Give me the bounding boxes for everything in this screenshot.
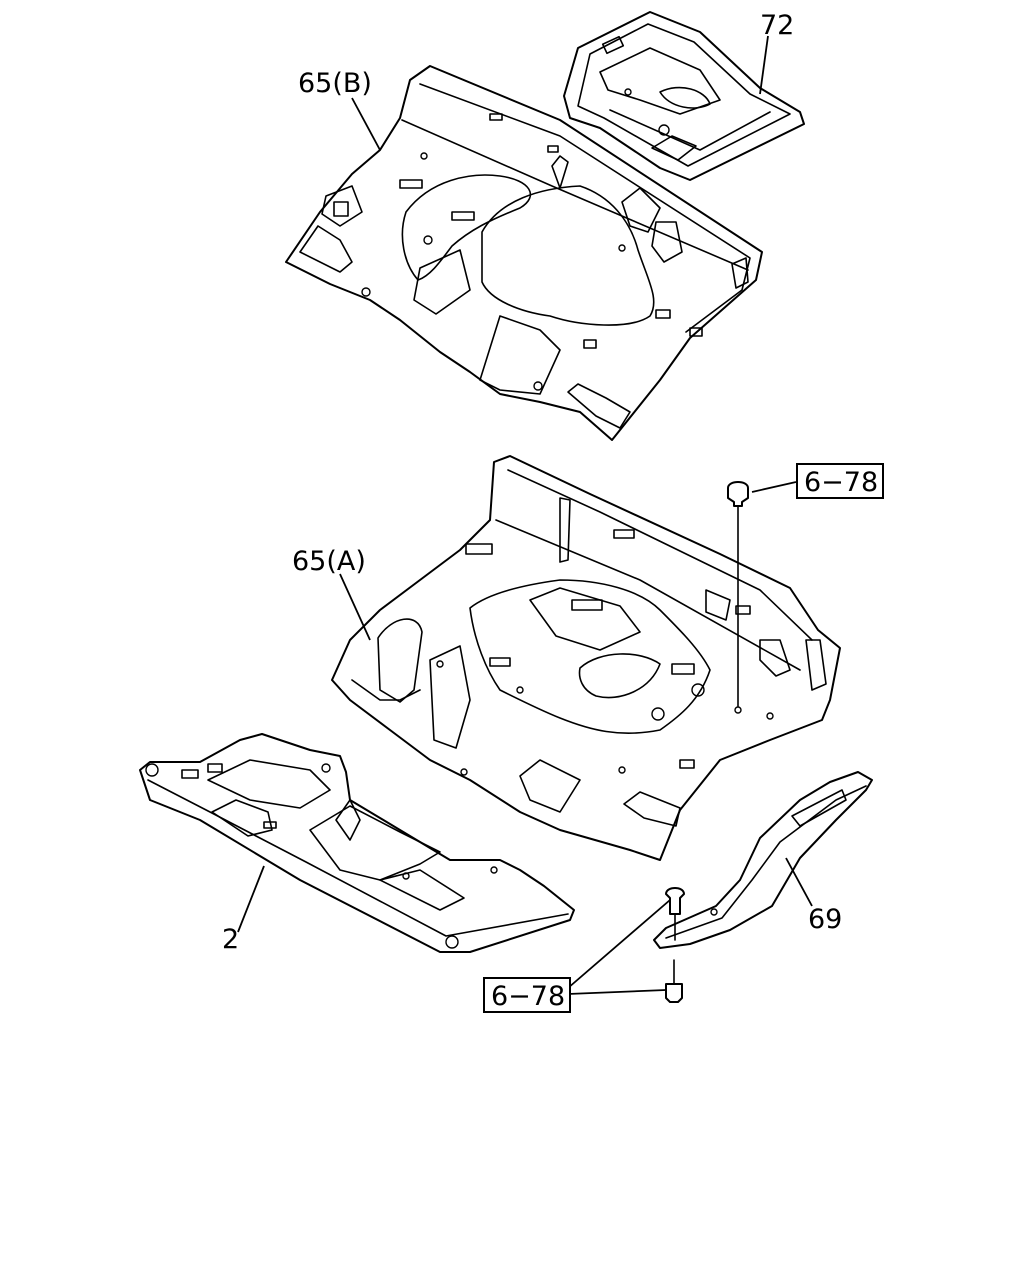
callout-65a: 65(A) [292, 546, 366, 577]
part-2-front-cover[interactable] [139, 733, 575, 953]
reference-box-top[interactable]: 6−78 [796, 463, 884, 499]
part-65a-floor-mat[interactable] [331, 455, 841, 861]
leader-lines [237, 35, 813, 995]
part-72-rear-mat[interactable] [563, 11, 805, 181]
callout-72: 72 [760, 10, 794, 41]
clip-fastener-top[interactable] [727, 481, 749, 707]
callout-2: 2 [222, 924, 239, 955]
part-65b-floor-mat[interactable] [285, 65, 763, 441]
reference-box-bottom[interactable]: 6−78 [483, 977, 571, 1013]
callout-69: 69 [808, 904, 842, 935]
part-69-side-rail[interactable] [653, 771, 873, 949]
clip-fastener-nut[interactable] [665, 959, 683, 1003]
clip-fastener-screw[interactable] [665, 887, 685, 941]
reference-label-bottom: 6−78 [491, 981, 565, 1012]
callout-65b: 65(B) [298, 68, 372, 99]
reference-label-top: 6−78 [804, 467, 878, 498]
